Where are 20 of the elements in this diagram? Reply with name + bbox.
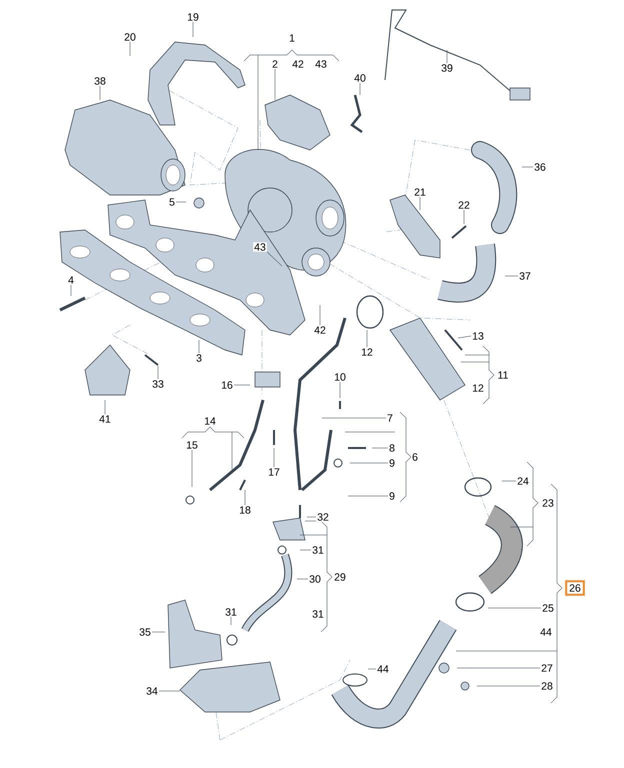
leader-line [70,284,72,296]
leader-line [104,400,106,414]
callout-box: 26 [565,580,585,596]
leader-line [230,616,232,626]
leader-line [350,462,388,464]
leader-line [366,330,368,348]
leader-line [502,480,516,482]
leader-line [244,490,246,506]
leader-line [458,336,472,338]
leader-line [368,668,376,670]
leader-line [158,690,180,692]
leader-line [446,50,448,64]
leader-line [198,340,200,354]
leader-line [274,68,276,100]
leader-line [522,166,534,168]
leader-line [266,252,282,266]
leader-line [296,578,308,580]
leader-line [306,516,316,518]
leader-line [234,384,250,386]
leader-line [192,22,194,38]
